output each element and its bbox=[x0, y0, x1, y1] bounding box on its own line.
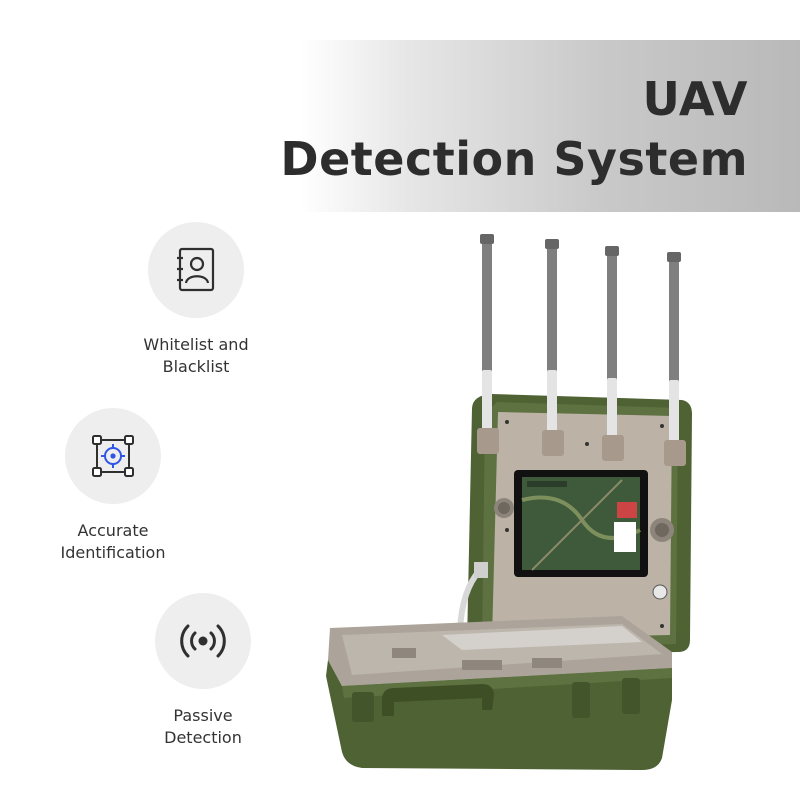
feature-accurate-identification: Accurate Identification bbox=[13, 408, 213, 564]
title-banner bbox=[300, 40, 800, 212]
feature-icon-circle bbox=[148, 222, 244, 318]
radio-signal-icon bbox=[180, 624, 226, 658]
contact-book-icon bbox=[177, 247, 215, 292]
feature-passive-detection: Passive Detection bbox=[103, 593, 303, 749]
feature-label: Accurate Identification bbox=[60, 521, 166, 562]
feature-whitelist-blacklist: Whitelist and Blacklist bbox=[96, 222, 296, 378]
feature-icon-circle bbox=[155, 593, 251, 689]
detection-case-illustration bbox=[326, 234, 692, 770]
page-title-line-1: UAV bbox=[642, 72, 748, 126]
page-title-line-2: Detection System bbox=[280, 132, 748, 186]
feature-label: Whitelist and Blacklist bbox=[143, 335, 249, 376]
feature-icon-circle bbox=[65, 408, 161, 504]
feature-label: Passive Detection bbox=[164, 706, 242, 747]
target-crosshair-icon bbox=[92, 435, 134, 477]
